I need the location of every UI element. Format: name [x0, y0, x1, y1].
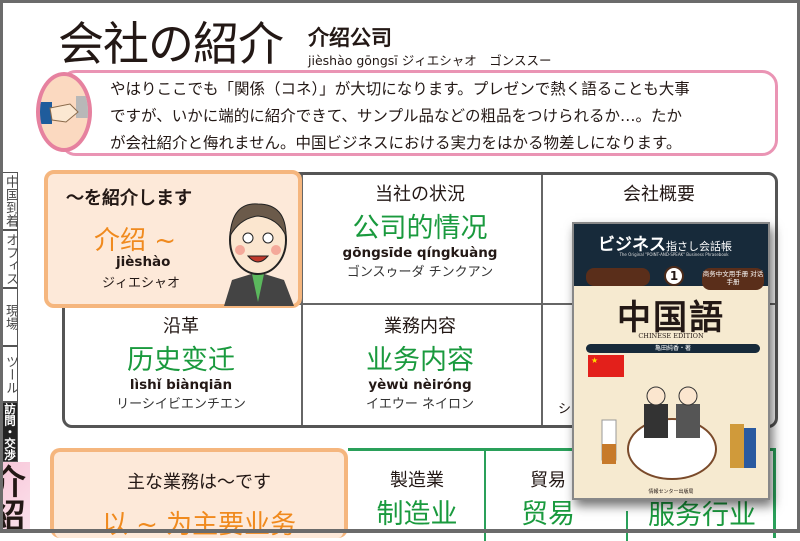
phrase-cell[interactable]: 当社の状況 公司的情况 gōngsīde qíngkuàng ゴンスゥーダ チン… — [300, 180, 540, 280]
phrase-ja: 貿易 — [530, 470, 566, 491]
book-publisher: 情報センター出版局 — [648, 489, 694, 495]
phrase-kana: ゴンスゥーダ チンクアン — [346, 265, 494, 280]
side-tab-arrival[interactable]: 中国到着 — [3, 172, 18, 230]
intro-box — [60, 70, 778, 156]
intro-line: やはりここでも「関係（コネ）」が大切になります。プレゼンで熱く語ることも大事 — [110, 80, 690, 98]
book-cover[interactable]: ビジネス指さし会話帳 The Original "POINT-AND-SPEAK… — [572, 222, 770, 500]
bottom-green-row — [348, 448, 776, 541]
phrase-cn: 制造业 — [376, 499, 458, 530]
book-volume-number: 1 — [664, 266, 684, 286]
divider — [484, 451, 486, 541]
book-title: 中国語 — [617, 298, 725, 338]
side-tab-visit[interactable]: 訪問・交渉 — [3, 402, 18, 462]
phrase-cn: 贸易 — [521, 499, 575, 530]
phrase-kana: ジィエシャオ — [102, 276, 181, 291]
divider — [541, 175, 543, 425]
phrase-cn: 业务内容 — [366, 345, 474, 376]
phrase-pinyin: gōngsīde qíngkuàng — [342, 245, 498, 261]
book-badge-left — [586, 268, 650, 286]
intro-line: ですが、いかに端的に紹介できて、サンプル品などの粗品をつけられるか…。たか — [110, 107, 682, 125]
phrase-pinyin: yèwù nèiróng — [368, 377, 472, 393]
phrase-pinyin: lìshǐ biànqiān — [129, 377, 233, 393]
phrase-ja: 主な業務は～です — [127, 472, 271, 493]
bottom-cell-highlight[interactable]: 主な業務は～です 以 ~ 为主要业务 — [50, 448, 348, 540]
phrase-cell[interactable]: 会社概要 — [540, 180, 778, 206]
phrase-ja: 当社の状況 — [375, 184, 465, 205]
side-tab-office[interactable]: オフィス — [3, 230, 18, 288]
phrase-kana: シ — [558, 402, 572, 417]
phrase-kana: リーシイビエンチエン — [116, 397, 246, 412]
china-flag-icon: ★ — [588, 355, 624, 377]
businessman-illustration — [224, 203, 294, 306]
phrase-ja: 業務内容 — [384, 316, 456, 337]
book-series-name: ビジネス — [598, 235, 666, 255]
page-title: 会社の紹介 — [58, 17, 284, 71]
phrase-ja: ～を紹介します — [66, 188, 192, 209]
book-series-sub: 指さし会話帳 — [666, 240, 732, 253]
phrase-cn: 以 ~ 为主要业务 — [101, 510, 297, 540]
divider — [626, 511, 628, 541]
handshake-icon — [36, 72, 92, 152]
phrase-cn: 公司的情况 — [352, 213, 488, 244]
phrase-kana: イエウー ネイロン — [365, 397, 474, 412]
phrase-pinyin: jièshào — [116, 254, 171, 270]
divider — [301, 175, 303, 425]
phrase-cn: 服务行业 — [648, 500, 756, 531]
bottom-cell[interactable]: 製造業 制造业 — [348, 466, 486, 530]
divider — [65, 303, 775, 305]
intro-line: が会社紹介と侮れません。中国ビジネスにおける実力をはかる物差しになります。 — [110, 134, 682, 152]
book-edition: CHINESE EDITION — [638, 332, 704, 340]
phrase-cell[interactable]: 沿革 历史变迁 lìshǐ biànqiān リーシイビエンチエン — [62, 312, 300, 412]
side-tab-site[interactable]: 現場 — [3, 288, 18, 346]
bottom-cell[interactable]: 服务行业 — [628, 498, 776, 529]
page-title-chinese: 介绍公司 — [308, 26, 392, 50]
side-tabs: 中国到着 オフィス 現場 ツール 訪問・交渉 — [3, 172, 30, 462]
bottom-cell[interactable]: 貿易 贸易 — [480, 466, 616, 530]
book-series: ビジネス指さし会話帳 — [598, 230, 732, 255]
book-cover-illustration — [601, 386, 756, 480]
intro-text: やはりここでも「関係（コネ）」が大切になります。プレゼンで熱く語ることも大事 で… — [110, 76, 690, 157]
phrase-ja: 製造業 — [390, 470, 444, 491]
phrase-cell-highlight[interactable]: ～を紹介します 介绍 ~ jièshào ジィエシャオ — [44, 170, 302, 308]
phrase-cn: 介绍 ~ — [94, 226, 177, 256]
phrase-cn: 历史变迁 — [127, 345, 235, 376]
phrase-cell[interactable]: 業務内容 业务内容 yèwù nèiróng イエウー ネイロン — [300, 312, 540, 412]
phrase-ja: 沿革 — [163, 316, 199, 337]
book-badge: 商务中文用手册 对话手册 — [702, 268, 764, 290]
book-english-title: The Original "POINT-AND-SPEAK" Business … — [619, 252, 729, 257]
side-tab-tools[interactable]: ツール — [3, 346, 18, 402]
phrase-ja: 会社概要 — [623, 184, 695, 205]
book-author: 亀田純香・著 — [586, 344, 760, 353]
section-label: 介紹 — [3, 462, 30, 533]
page-title-reading: jièshào gōngsī ジィエシャオ ゴンススー — [308, 53, 552, 68]
